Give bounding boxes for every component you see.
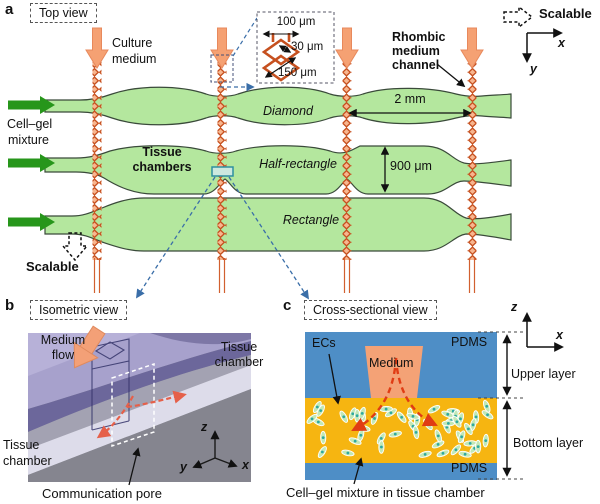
communication-pore-caption: Communication pore xyxy=(42,486,162,501)
axis-z-label-c: z xyxy=(511,300,518,314)
dim-30um-label: 30 μm xyxy=(291,41,324,53)
upper-layer-label: Upper layer xyxy=(511,367,576,381)
pore-flow-arrows xyxy=(96,390,187,439)
rhombic-label-arrow xyxy=(436,63,466,88)
axis-z-label-b: z xyxy=(201,420,208,434)
chamber-half-rectangle-label: Half-rectangle xyxy=(259,157,337,171)
isometric-view-image xyxy=(28,325,251,482)
scalable-down-arrow-icon xyxy=(61,232,89,262)
cross-section-image xyxy=(305,312,564,480)
rhombic-medium-channels xyxy=(92,58,477,293)
communication-pore-highlight xyxy=(211,166,234,177)
bottom-layer-label: Bottom layer xyxy=(513,436,584,450)
panel-a-label: a xyxy=(5,1,14,18)
tissue-chamber-top-label: Tissue chamber xyxy=(214,340,264,369)
cell-gel-label: mixture xyxy=(8,133,49,147)
tissue-chamber-rectangle-shape xyxy=(44,197,512,252)
axes-panel-c xyxy=(522,312,564,352)
rhombic-channel-label: channel xyxy=(392,58,440,72)
rhombic-channel-label: Rhombic xyxy=(392,30,446,44)
panel-c-label: c xyxy=(283,297,292,314)
inset-dimension-arrows xyxy=(262,30,300,78)
medium-flow-arrow-icon xyxy=(73,325,106,369)
pore-connector-to-b xyxy=(136,176,216,299)
dim-900um-label: 900 μm xyxy=(390,159,432,173)
axis-x-label-a: x xyxy=(558,36,565,50)
cross-sectional-view-tag: Cross-sectional view xyxy=(304,300,437,320)
inset-source-box xyxy=(210,54,234,83)
panel-b-label: b xyxy=(5,297,15,314)
communication-pore-dashed-box xyxy=(111,362,155,448)
gel-caption-arrow xyxy=(353,457,364,485)
axis-x-label-b: x xyxy=(242,458,249,472)
cell-gel-inlet-arrow-icon xyxy=(8,96,55,231)
axis-y-label-b: y xyxy=(180,460,187,474)
dim-100um-label: 100 μm xyxy=(276,16,316,28)
culture-medium-arrow-icon xyxy=(85,27,484,69)
communication-pore-caption-arrow xyxy=(128,447,141,486)
pdms-top-label: PDMS xyxy=(451,335,488,349)
scalable-top-label: Scalable xyxy=(539,6,592,21)
scalable-right-arrow-icon xyxy=(503,5,534,29)
gel-caption: Cell–gel mixture in tissue chamber xyxy=(286,485,485,500)
inset-callout-line xyxy=(232,17,258,57)
axis-x-label-c: x xyxy=(556,328,563,342)
medium-flow-dashed-arrows xyxy=(351,357,438,431)
pdms-bottom-label: PDMS xyxy=(451,461,488,475)
axes-panel-b xyxy=(192,430,238,469)
dim-2mm-label: 2 mm xyxy=(394,92,426,106)
layer-guides xyxy=(478,331,524,480)
rhombic-channel-label: medium xyxy=(392,44,440,58)
axes-panel-a xyxy=(522,28,563,63)
ecs-label: ECs xyxy=(312,336,336,350)
chamber-diamond-label: Diamond xyxy=(262,104,314,118)
pore-connector-to-c xyxy=(228,176,309,300)
cell-gel-label: Cell–gel xyxy=(7,117,53,131)
tissue-chamber-left-label: Tissue xyxy=(3,438,40,452)
medium-label: Medium xyxy=(369,356,414,370)
ecs-pointer-arrow xyxy=(328,353,341,405)
tissue-chambers-label: Tissue chambers xyxy=(132,145,192,174)
scalable-bottom-label: Scalable xyxy=(26,259,79,274)
isometric-view-tag: Isometric view xyxy=(30,300,128,320)
culture-medium-label: medium xyxy=(112,52,157,66)
medium-flow-label: Medium flow xyxy=(40,333,86,362)
chamber-rectangle-label: Rectangle xyxy=(282,213,340,227)
top-view-tag: Top view xyxy=(30,3,97,23)
axis-y-label-a: y xyxy=(530,62,537,76)
culture-medium-label: Culture xyxy=(112,36,153,50)
dim-150um-label: 150 μm xyxy=(278,67,317,79)
tissue-chamber-left-label: chamber xyxy=(3,454,52,468)
